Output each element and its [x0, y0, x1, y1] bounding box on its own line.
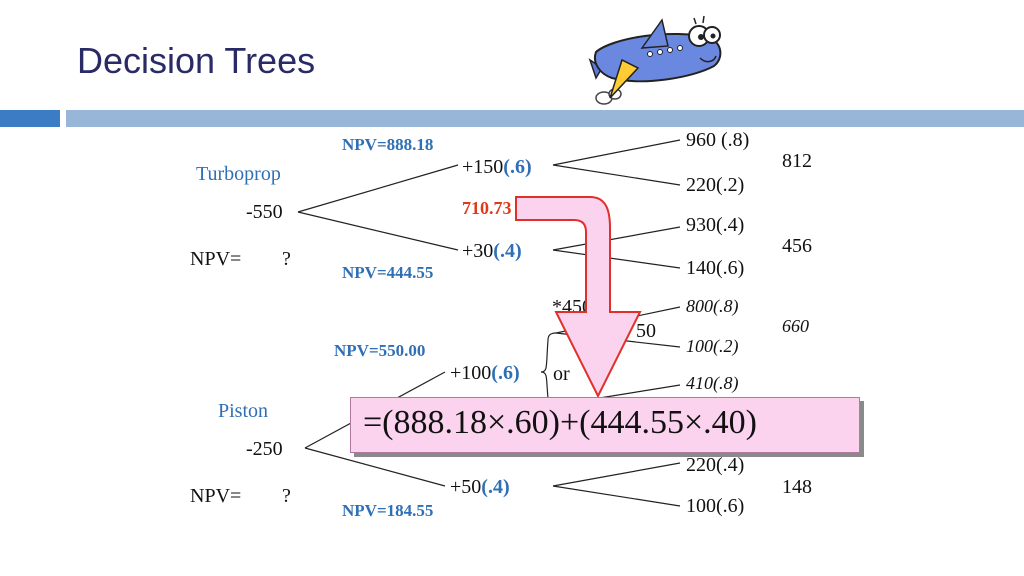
header-bar-dark — [0, 110, 60, 127]
piston-or-text: or — [553, 363, 570, 385]
turboprop-npv-label: NPV= — [190, 248, 242, 270]
turboprop-npv-value: ? — [282, 248, 291, 270]
piston-label: Piston — [218, 400, 269, 422]
piston-high-npv: NPV=550.00 — [334, 341, 426, 360]
piston-npv-label: NPV= — [190, 485, 242, 507]
piston-investment: -250 — [246, 438, 283, 460]
piston-outcome-4: 220(.4) — [686, 454, 745, 476]
piston-outcome-2: 100(.2) — [686, 336, 739, 356]
turboprop-outcome-1: 960 (.8) — [686, 129, 750, 151]
turboprop-outcome-3: 930(.4) — [686, 214, 745, 236]
piston-outcome-1: 800(.8) — [686, 296, 739, 316]
piston-ev-low: 148 — [782, 476, 812, 498]
piston-high-cash: +100(.6) — [450, 362, 520, 384]
formula-callout: =(888.18×.60)+(444.55×.40) — [350, 397, 860, 453]
turboprop-ev-low: 456 — [782, 235, 812, 257]
turboprop-low-cash: +30(.4) — [462, 240, 522, 262]
piston-option-value: 50 — [636, 320, 656, 342]
turboprop-low-npv: NPV=444.55 — [342, 263, 434, 282]
piston-npv-value: ? — [282, 485, 291, 507]
turboprop-high-npv: NPV=888.18 — [342, 135, 434, 154]
turboprop-investment: -550 — [246, 201, 283, 223]
piston-ev-high: 660 — [782, 316, 809, 336]
airplane-cartoon-icon — [588, 15, 722, 105]
turboprop-high-cash: +150(.6) — [462, 156, 532, 178]
turboprop-outcome-2: 220(.2) — [686, 174, 745, 196]
piston-outcome-5: 100(.6) — [686, 495, 745, 517]
turboprop-outcome-4: 140(.6) — [686, 257, 745, 279]
piston-low-cash: +50(.4) — [450, 476, 510, 498]
piston-low-npv: NPV=184.55 — [342, 501, 434, 520]
turboprop-expected-value: 710.73 — [462, 198, 512, 218]
header-bar-light — [66, 110, 1024, 127]
piston-outcome-3: 410(.8) — [686, 373, 739, 393]
formula-text: =(888.18×.60)+(444.55×.40) — [363, 404, 757, 441]
turboprop-ev-high: 812 — [782, 150, 812, 172]
page-title: Decision Trees — [77, 40, 316, 81]
turboprop-label: Turboprop — [196, 163, 281, 185]
